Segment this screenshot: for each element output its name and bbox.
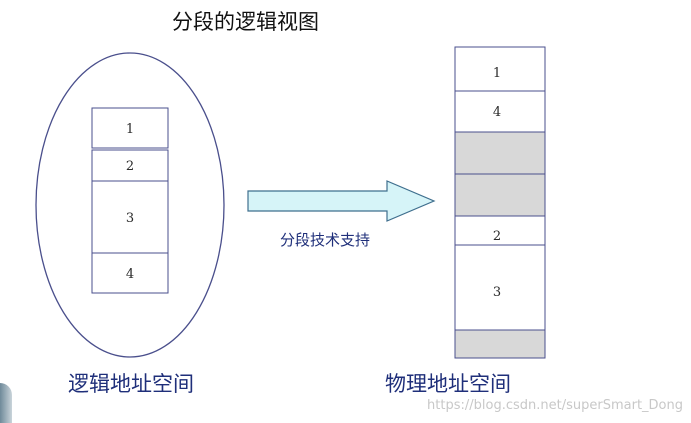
logical-segment-3-label: 3 (126, 211, 134, 226)
physical-free-block-2 (454, 173, 546, 217)
corner-decoration (0, 383, 12, 423)
mapping-arrow (247, 180, 436, 222)
physical-block-4-label: 4 (493, 105, 501, 120)
logical-segment-4 (91, 252, 169, 294)
physical-block-1-label: 1 (493, 66, 501, 81)
logical-segment-1-label: 1 (126, 122, 134, 137)
logical-segment-stack: 1 2 3 4 (91, 107, 169, 294)
physical-block-2 (454, 215, 546, 246)
physical-free-block-3 (454, 329, 546, 359)
logical-segment-2 (91, 149, 169, 182)
logical-segment-2-label: 2 (126, 159, 134, 174)
logical-segment-3 (91, 180, 169, 254)
physical-space-caption: 物理地址空间 (385, 372, 511, 396)
logical-segment-1 (91, 107, 169, 149)
physical-block-1 (454, 46, 546, 92)
physical-block-4 (454, 90, 546, 133)
diagram-title: 分段的逻辑视图 (172, 10, 319, 34)
physical-block-3 (454, 244, 546, 331)
logical-space-caption: 逻辑地址空间 (68, 372, 194, 396)
arrow-caption: 分段技术支持 (280, 231, 371, 249)
physical-free-block-1 (454, 131, 546, 175)
physical-memory-stack: 1 4 2 3 (454, 46, 546, 359)
watermark: https://blog.csdn.net/superSmart_Dong (427, 398, 683, 413)
physical-block-2-label: 2 (493, 229, 501, 244)
physical-block-3-label: 3 (493, 285, 501, 300)
logical-segment-4-label: 4 (126, 267, 134, 282)
